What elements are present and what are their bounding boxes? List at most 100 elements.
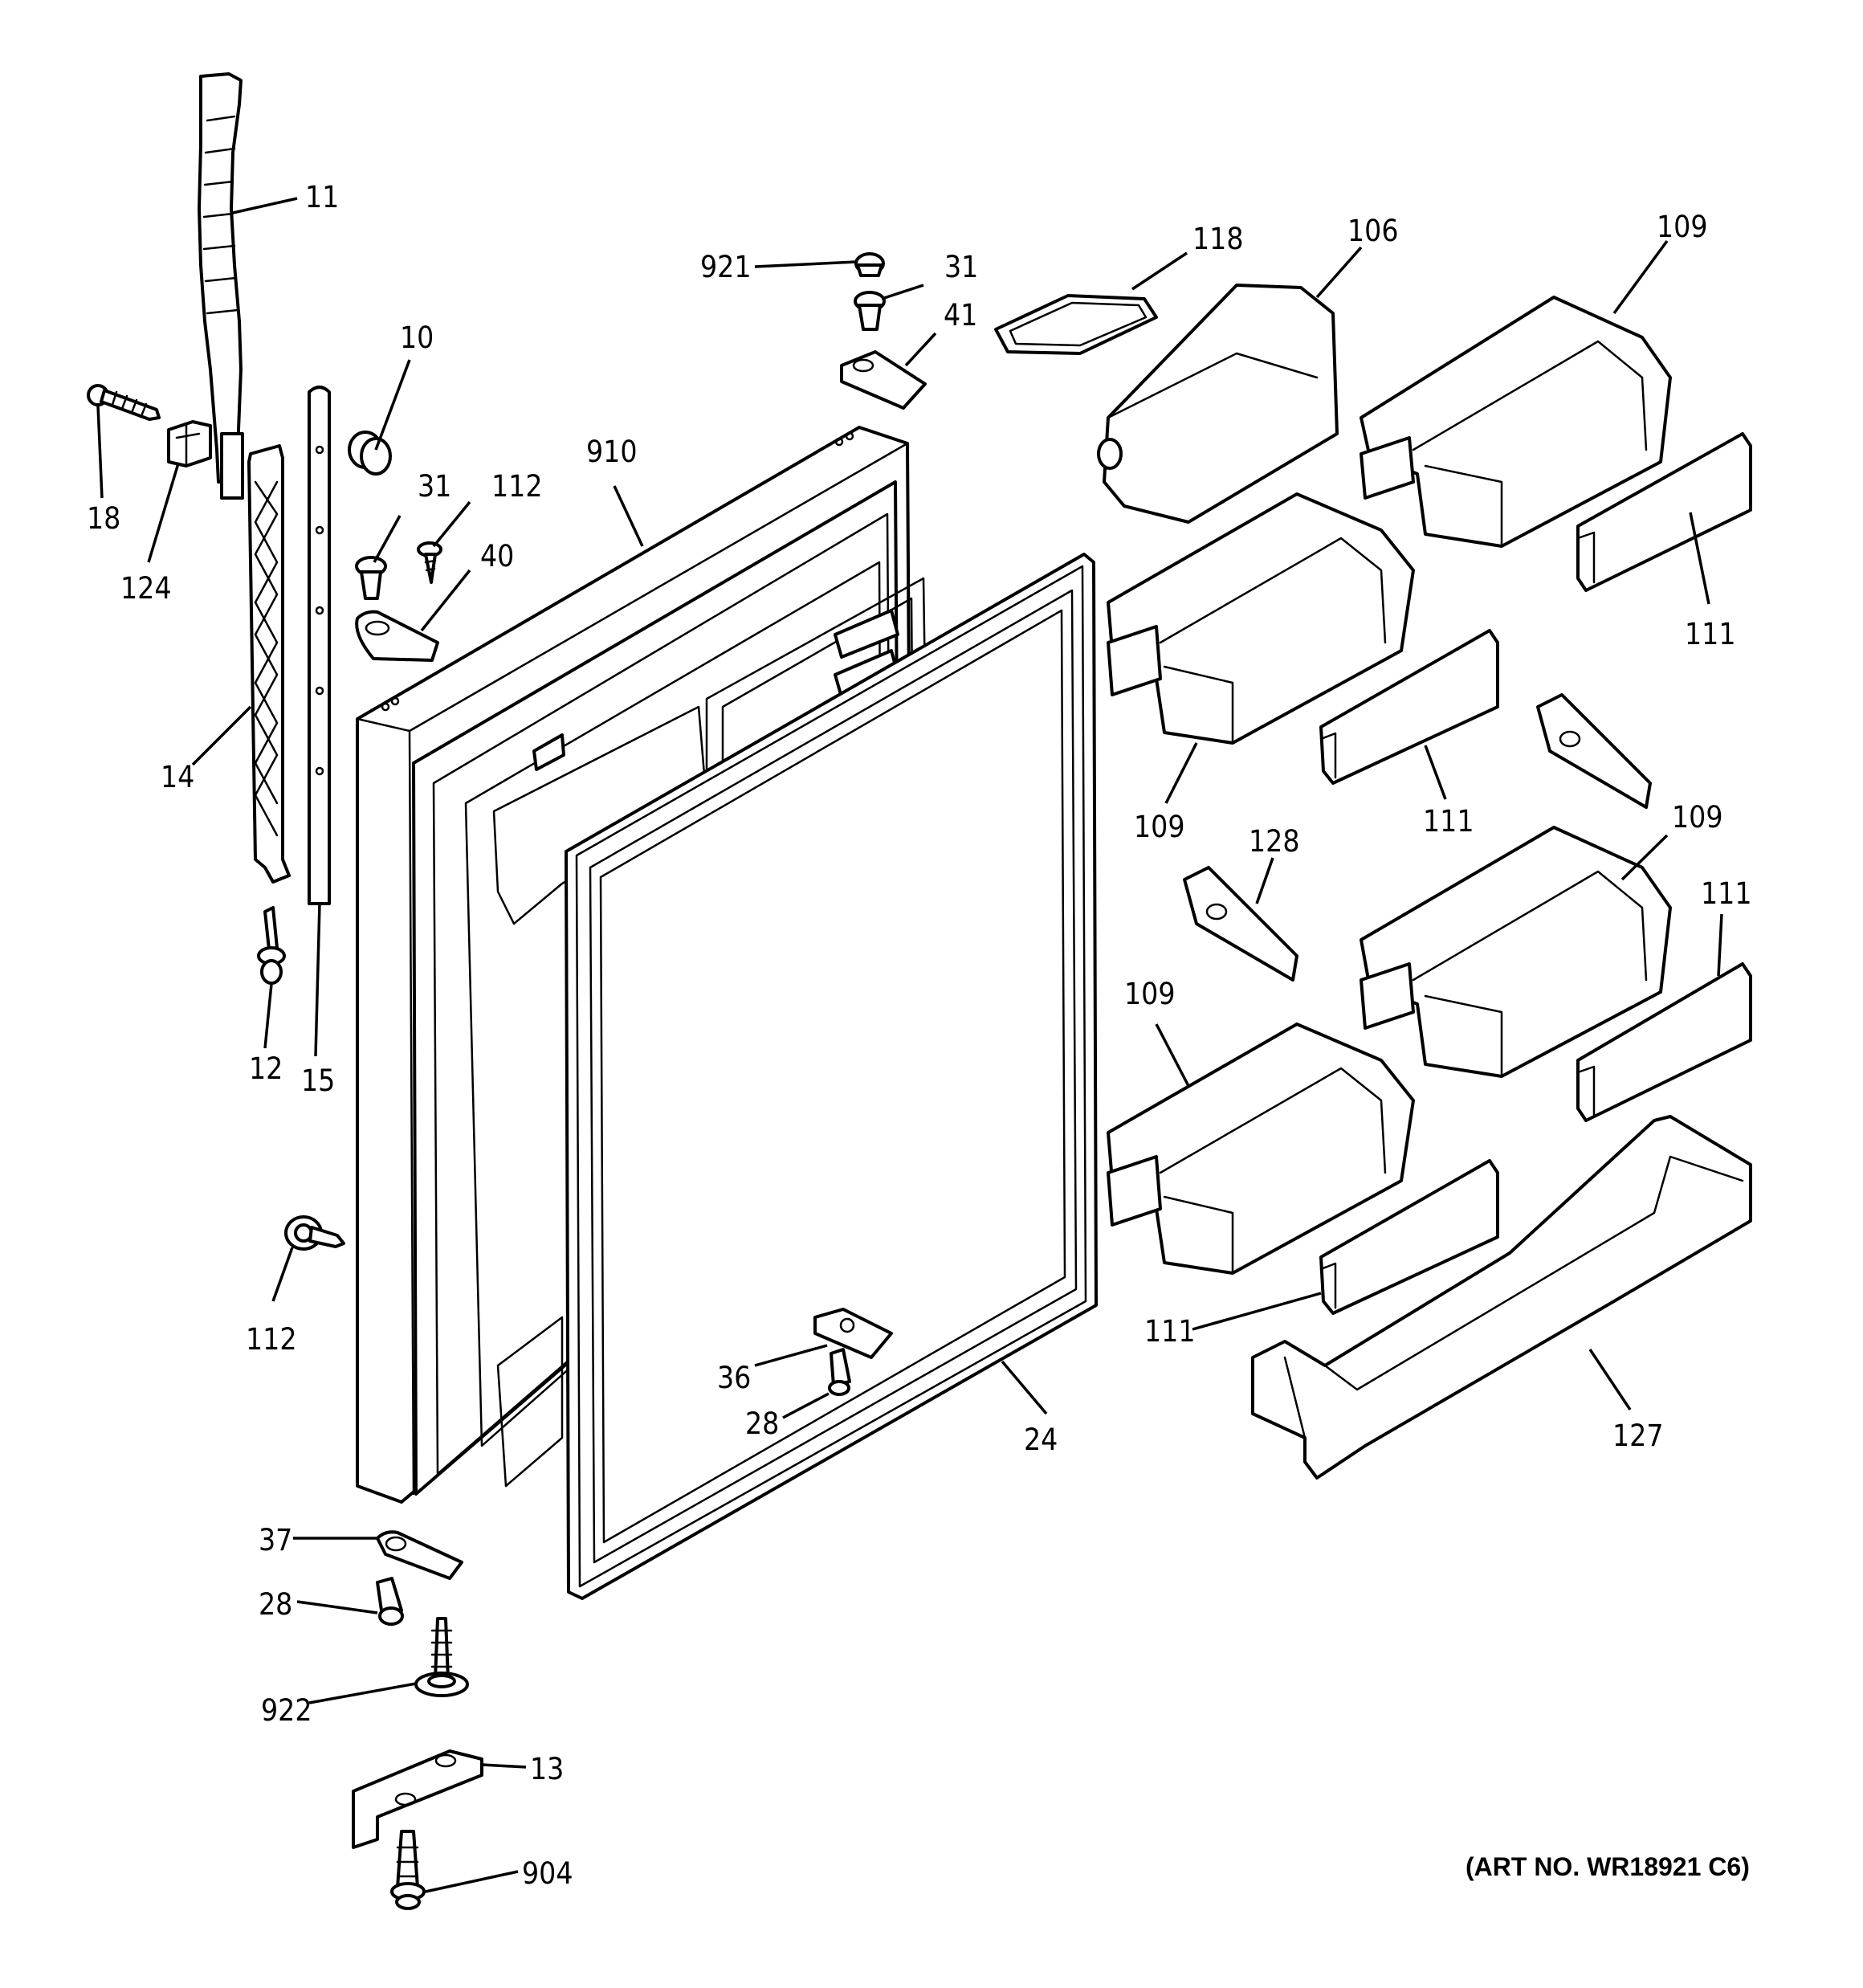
leader-111c xyxy=(1717,913,1723,977)
leader-112a xyxy=(432,500,471,548)
callout-14: 14 xyxy=(161,760,194,794)
leader-28a xyxy=(782,1392,830,1419)
leader-904 xyxy=(425,1870,519,1893)
part-111-bin-front-second xyxy=(1319,629,1499,785)
leader-41 xyxy=(904,332,937,367)
part-109-bin-top-right xyxy=(1360,296,1672,548)
callout-15: 15 xyxy=(301,1063,335,1098)
part-37-plate xyxy=(376,1530,463,1580)
part-109-bin-second xyxy=(1107,492,1415,745)
callout-109: 109 xyxy=(1657,210,1708,244)
leader-111a xyxy=(1689,512,1710,605)
part-128-bracket-upper xyxy=(1536,693,1652,809)
leader-109a xyxy=(1612,239,1669,315)
callout-111: 111 xyxy=(1701,876,1752,911)
callout-124: 124 xyxy=(120,571,172,606)
callout-111: 111 xyxy=(1423,804,1474,839)
part-109-bin-third xyxy=(1360,826,1672,1078)
part-40-plate xyxy=(355,610,439,662)
part-111-bin-front-third xyxy=(1576,962,1752,1122)
part-112-screw-lower xyxy=(284,1215,345,1251)
part-31-bushing-upper-left xyxy=(355,556,387,600)
part-31-bushing-top xyxy=(854,291,886,331)
callout-18: 18 xyxy=(87,501,120,536)
part-24-gasket xyxy=(565,553,1098,1600)
leader-12 xyxy=(263,983,273,1049)
callout-109: 109 xyxy=(1124,977,1176,1011)
leader-124 xyxy=(147,463,180,563)
callout-13: 13 xyxy=(530,1752,564,1786)
callout-11: 11 xyxy=(305,180,339,214)
leader-31a xyxy=(373,515,402,563)
callout-112: 112 xyxy=(491,469,543,504)
part-15-strip xyxy=(308,386,331,905)
part-904-screw xyxy=(390,1830,426,1910)
callout-109: 109 xyxy=(1672,800,1723,835)
part-921-cap xyxy=(854,252,885,277)
part-127-bottom-shelf xyxy=(1251,1115,1752,1480)
callout-106: 106 xyxy=(1347,214,1399,248)
leader-18 xyxy=(96,405,104,499)
callout-111: 111 xyxy=(1144,1314,1196,1349)
callout-904: 904 xyxy=(522,1856,573,1891)
callout-109: 109 xyxy=(1134,810,1185,844)
leader-24 xyxy=(1001,1360,1048,1415)
part-111-bin-front-bottom xyxy=(1319,1159,1499,1315)
part-14-hinge-bracket xyxy=(247,444,291,884)
callout-127: 127 xyxy=(1612,1419,1664,1453)
leader-109b xyxy=(1164,742,1198,804)
callout-12: 12 xyxy=(249,1051,283,1086)
leader-109d xyxy=(1155,1023,1190,1087)
part-10-plug xyxy=(348,431,392,476)
callout-37: 37 xyxy=(259,1523,292,1557)
callout-922: 922 xyxy=(261,1693,312,1728)
leader-14 xyxy=(191,705,252,766)
leader-28b xyxy=(296,1600,378,1614)
leader-13 xyxy=(481,1763,527,1769)
part-128-bracket-lower xyxy=(1183,866,1298,982)
leader-111b xyxy=(1424,745,1447,800)
part-118-dairy-door-frame xyxy=(994,294,1158,355)
leader-11 xyxy=(232,197,298,214)
leader-109c xyxy=(1620,834,1669,881)
callout-10: 10 xyxy=(400,320,434,355)
callout-112: 112 xyxy=(246,1322,297,1357)
leader-lines xyxy=(96,197,1723,1893)
part-18-screw xyxy=(87,384,161,421)
part-106-dairy-door xyxy=(1097,284,1339,524)
callout-31: 31 xyxy=(418,469,451,504)
leader-111d xyxy=(1192,1292,1322,1331)
leader-15 xyxy=(314,903,321,1057)
part-36-plate xyxy=(813,1308,893,1359)
part-13-bottom-hinge xyxy=(352,1749,483,1849)
part-111-bin-front-top xyxy=(1576,432,1752,592)
leader-40 xyxy=(420,569,471,632)
part-112-screw-upper xyxy=(417,541,442,584)
callout-41: 41 xyxy=(944,298,977,333)
callout-910: 910 xyxy=(586,435,638,469)
part-12-pin xyxy=(257,906,286,985)
leader-106 xyxy=(1315,246,1363,299)
leader-118 xyxy=(1131,251,1188,291)
callout-24: 24 xyxy=(1024,1423,1058,1457)
part-11-door-handle xyxy=(198,72,244,500)
leader-128 xyxy=(1255,857,1274,904)
callout-36: 36 xyxy=(717,1361,751,1395)
callout-31: 31 xyxy=(944,250,978,284)
leader-922 xyxy=(308,1682,417,1704)
leader-31b xyxy=(881,284,924,300)
callout-40: 40 xyxy=(480,539,514,574)
art-number: (ART NO. WR18921 C6) xyxy=(1466,1852,1750,1881)
callout-labels: 11 18 124 14 15 12 10 31 112 40 910 921 … xyxy=(87,180,1752,1891)
callout-128: 128 xyxy=(1249,824,1300,859)
leader-127 xyxy=(1588,1349,1632,1410)
callout-28: 28 xyxy=(745,1406,779,1441)
callout-28: 28 xyxy=(259,1587,292,1622)
leader-36 xyxy=(754,1344,828,1367)
part-109-bin-bottom xyxy=(1107,1023,1415,1275)
callout-111: 111 xyxy=(1685,617,1736,651)
part-41-plate xyxy=(840,350,927,410)
leader-910 xyxy=(613,485,644,547)
callout-921: 921 xyxy=(700,250,752,284)
